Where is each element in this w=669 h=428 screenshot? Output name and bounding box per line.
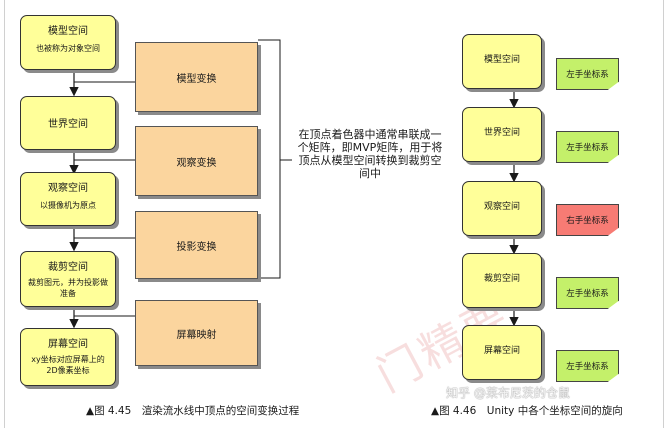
space-title: 世界空间 <box>48 119 88 130</box>
handedness-label: 右手坐标系 <box>566 216 609 226</box>
mvp-bracket <box>258 39 281 279</box>
handedness-note: 左手坐标系 <box>556 277 619 309</box>
handedness-note: 左手坐标系 <box>556 131 619 163</box>
handedness-note: 左手坐标系 <box>556 58 619 90</box>
space-title: 模型空间 <box>483 55 520 65</box>
right-space-screen: 屏幕空间 <box>462 325 542 380</box>
transform-box-model: 模型变换 <box>135 42 258 112</box>
space-box-view: 观察空间 以摄像机为原点 <box>20 172 116 226</box>
space-title: 裁剪空间 <box>48 262 88 273</box>
space-title: 屏幕空间 <box>48 339 88 350</box>
mvp-note: 在顶点着色器中通常串联成一个矩阵，即MVP矩阵，用于将顶点从模型空间转换到裁剪空… <box>297 128 443 180</box>
space-title: 观察空间 <box>483 202 520 212</box>
space-box-screen: 屏幕空间 xy坐标对应屏幕上的2D像素坐标 <box>20 328 116 386</box>
right-space-clip: 裁剪空间 <box>462 253 542 308</box>
right-space-world: 世界空间 <box>462 107 542 162</box>
space-title: 模型空间 <box>48 26 88 37</box>
figure-caption-left: ▲图 4.45 渲染流水线中顶点的空间变换过程 <box>86 405 300 417</box>
handedness-label: 左手坐标系 <box>566 143 609 153</box>
transform-box-projection: 投影变换 <box>135 211 258 279</box>
handedness-label: 左手坐标系 <box>566 289 609 299</box>
transform-label: 观察变换 <box>176 157 217 169</box>
transform-label: 屏幕映射 <box>176 329 217 341</box>
space-subtitle: 也被称为对象空间 <box>36 44 100 53</box>
handedness-note: 右手坐标系 <box>556 204 619 236</box>
space-subtitle: 以摄像机为原点 <box>40 201 96 210</box>
page-border <box>4 0 664 428</box>
space-subtitle: xy坐标对应屏幕上的2D像素坐标 <box>31 355 105 375</box>
space-subtitle: 裁剪图元，并为投影做准备 <box>28 278 108 298</box>
transform-label: 投影变换 <box>176 241 217 253</box>
transform-box-view: 观察变换 <box>135 126 258 196</box>
transform-box-screen-mapping: 屏幕映射 <box>135 300 258 366</box>
space-box-model: 模型空间 也被称为对象空间 <box>20 15 116 70</box>
space-box-clip: 裁剪空间 裁剪图元，并为投影做准备 <box>20 251 116 307</box>
space-title: 裁剪空间 <box>483 274 520 284</box>
space-box-world: 世界空间 <box>20 96 116 150</box>
watermark-text: 知乎 @莱布尼茨的仓鼠 <box>446 386 570 400</box>
right-space-view: 观察空间 <box>462 181 542 236</box>
space-title: 世界空间 <box>483 128 520 138</box>
handedness-label: 左手坐标系 <box>566 362 609 372</box>
figure-caption-right: ▲图 4.46 Unity 中各个坐标空间的旋向 <box>431 405 623 417</box>
handedness-note: 左手坐标系 <box>556 350 619 382</box>
space-title: 观察空间 <box>48 183 88 194</box>
transform-label: 模型变换 <box>176 73 217 85</box>
space-title: 屏幕空间 <box>483 346 520 356</box>
right-space-model: 模型空间 <box>462 34 542 89</box>
handedness-label: 左手坐标系 <box>566 70 609 80</box>
